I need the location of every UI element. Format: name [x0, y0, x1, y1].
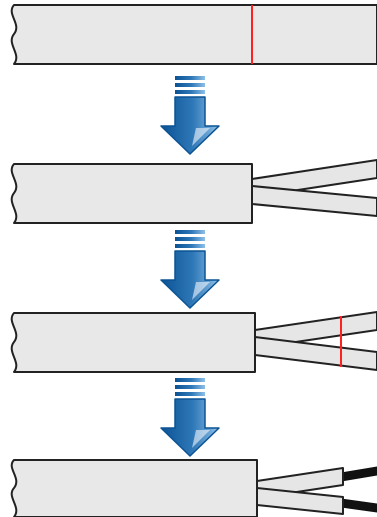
- step-3-cable: [12, 312, 377, 372]
- step-4-cable: [12, 460, 377, 517]
- down-arrow-icon: [161, 76, 219, 154]
- wire-lower: [255, 337, 377, 370]
- down-arrow-icon: [161, 230, 219, 308]
- conductor-upper: [341, 467, 377, 481]
- step-2-cable: [12, 160, 377, 223]
- cable-jacket: [12, 313, 255, 372]
- wire-lower: [257, 488, 343, 514]
- cable-jacket: [12, 164, 252, 223]
- conductor-lower: [341, 499, 377, 512]
- down-arrow-icon: [161, 378, 219, 456]
- cable-jacket: [12, 460, 257, 517]
- step-1-cable: [12, 5, 377, 64]
- wire-lower: [252, 186, 377, 216]
- cable-jacket: [12, 5, 377, 64]
